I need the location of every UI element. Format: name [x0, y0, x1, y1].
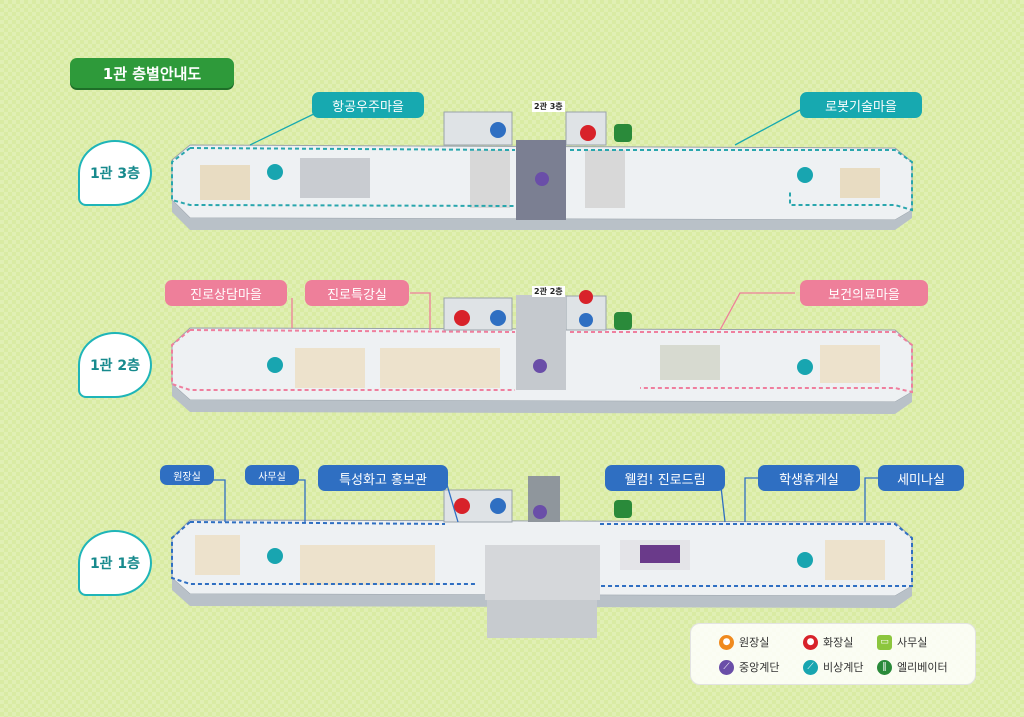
callout-robot-tech-village: 로봇기술마을 — [800, 92, 922, 118]
callout-career-counsel-village: 진로상담마을 — [165, 280, 287, 306]
restroom-icon: ● — [803, 634, 818, 650]
callout-seminar-room: 세미나실 — [878, 465, 964, 491]
stair-note-2f: 2관 2층 — [532, 286, 565, 297]
person-icon: ● — [719, 634, 734, 650]
callout-health-medical-village: 보건의료마을 — [800, 280, 928, 306]
stair-note-3f: 2관 3층 — [532, 101, 565, 112]
legend-label: 사무실 — [897, 636, 928, 649]
legend-item-restroom: ● 화장실 — [803, 634, 853, 650]
legend-label: 원장실 — [739, 636, 770, 649]
callout-aerospace-village: 항공우주마을 — [312, 92, 424, 118]
legend-item-central-stairs: ⟋ 중앙계단 — [719, 659, 779, 675]
stairs-icon: ⟋ — [719, 659, 734, 675]
callout-welcome-career-dream: 웰컴! 진로드림 — [605, 465, 725, 491]
legend-item-director-office: ● 원장실 — [719, 634, 769, 650]
page-title: 1관 층별안내도 — [70, 58, 234, 88]
monitor-icon: ▭ — [877, 634, 892, 650]
legend-label: 엘리베이터 — [897, 661, 948, 674]
legend-label: 중앙계단 — [739, 661, 780, 674]
legend-item-office: ▭ 사무실 — [877, 634, 927, 650]
callout-career-lecture-room: 진로특강실 — [305, 280, 409, 306]
legend-item-elevator: ‖ 엘리베이터 — [877, 659, 948, 675]
callout-office: 사무실 — [245, 465, 299, 485]
floor-1-badge: 1관 1층 — [78, 530, 152, 596]
legend-box: ● 원장실 ● 화장실 ▭ 사무실 ⟋ 중앙계단 ⟋ 비상계단 ‖ 엘리베이터 — [690, 623, 976, 685]
stairs-icon: ⟋ — [803, 659, 818, 675]
elevator-icon: ‖ — [877, 659, 892, 675]
floor-2-building — [171, 290, 913, 414]
floor-3-building — [171, 109, 913, 230]
callout-director-office: 원장실 — [160, 465, 214, 485]
floor-3-badge: 1관 3층 — [78, 140, 152, 206]
legend-label: 비상계단 — [823, 661, 864, 674]
callout-student-lounge: 학생휴게실 — [758, 465, 860, 491]
callout-specialized-hs-pr-hall: 특성화고 홍보관 — [318, 465, 448, 491]
legend-label: 화장실 — [823, 636, 854, 649]
floor-1-building — [171, 476, 913, 638]
legend-item-emergency-stairs: ⟋ 비상계단 — [803, 659, 863, 675]
floor-2-badge: 1관 2층 — [78, 332, 152, 398]
